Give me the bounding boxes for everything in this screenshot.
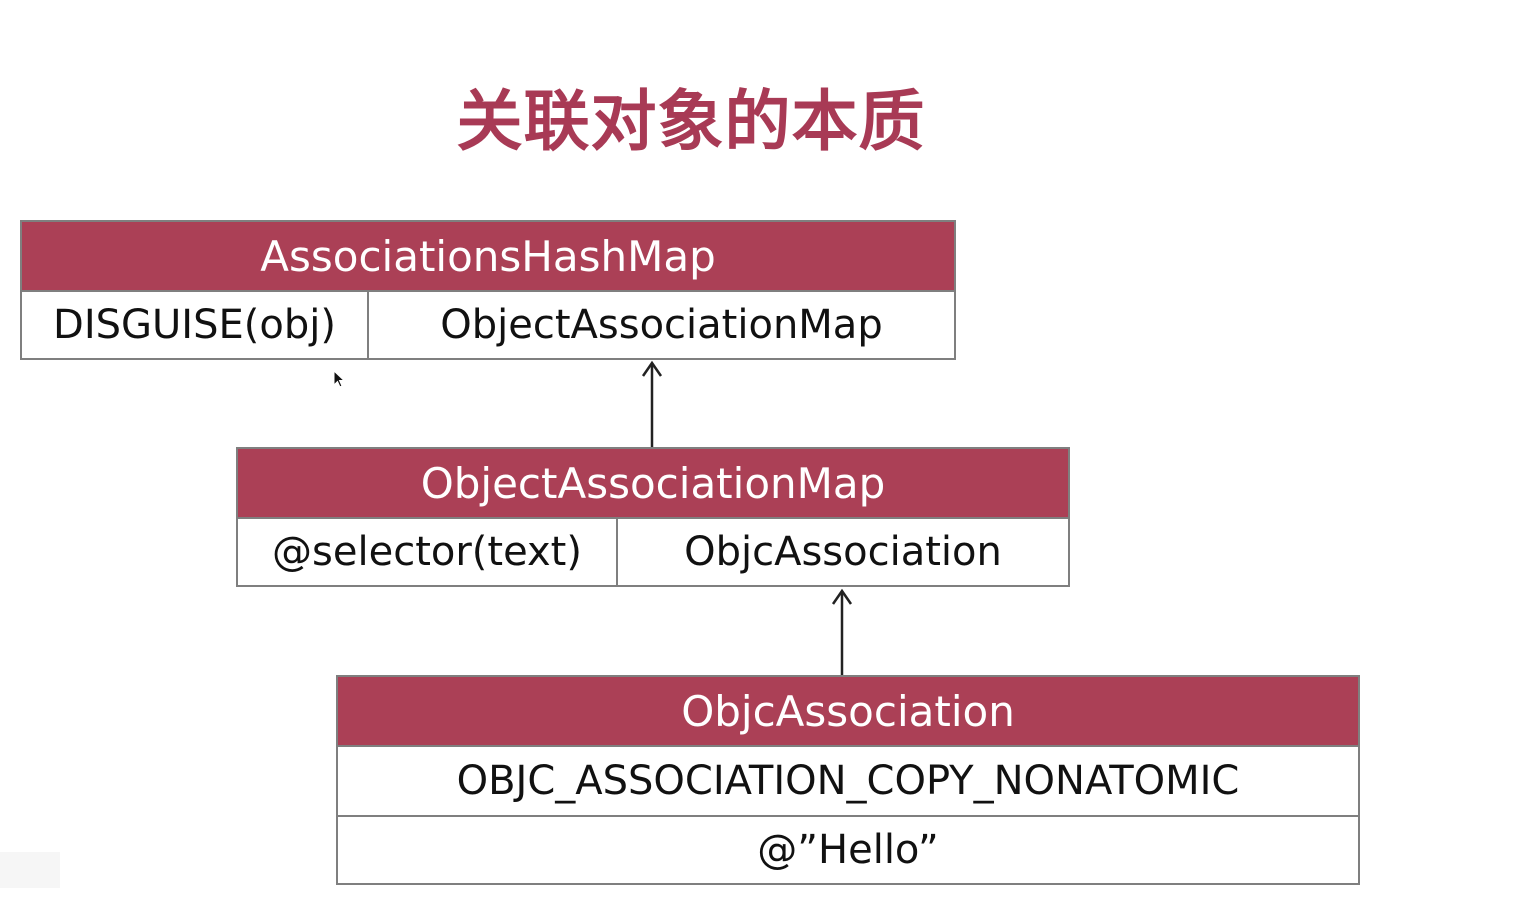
object-association-map-value: ObjcAssociation [616, 519, 1068, 585]
objc-association-header: ObjcAssociation [338, 677, 1358, 747]
associations-hash-map-header: AssociationsHashMap [22, 222, 954, 292]
objc-association-policy-row: OBJC_ASSOCIATION_COPY_NONATOMIC [338, 747, 1358, 815]
associations-hash-map-row: DISGUISE(obj) ObjectAssociationMap [22, 292, 954, 358]
objc-association-policy: OBJC_ASSOCIATION_COPY_NONATOMIC [456, 758, 1240, 804]
object-association-map-row: @selector(text) ObjcAssociation [238, 519, 1068, 585]
background-artifact [0, 852, 60, 888]
associations-hash-map-value: ObjectAssociationMap [367, 292, 954, 358]
object-association-map-table: ObjectAssociationMap @selector(text) Obj… [236, 447, 1070, 587]
object-association-map-key: @selector(text) [272, 529, 582, 575]
arrow-up-icon [641, 360, 663, 447]
objc-association-value: @”Hello” [757, 827, 939, 873]
objc-association-table: ObjcAssociation OBJC_ASSOCIATION_COPY_NO… [336, 675, 1360, 885]
arrow-up-icon [831, 588, 853, 675]
page-title: 关联对象的本质 [456, 83, 926, 160]
mouse-pointer-icon [333, 370, 346, 388]
objc-association-value-row: @”Hello” [338, 815, 1358, 883]
object-association-map-header: ObjectAssociationMap [238, 449, 1068, 519]
associations-hash-map-table: AssociationsHashMap DISGUISE(obj) Object… [20, 220, 956, 360]
associations-hash-map-key: DISGUISE(obj) [53, 302, 336, 348]
